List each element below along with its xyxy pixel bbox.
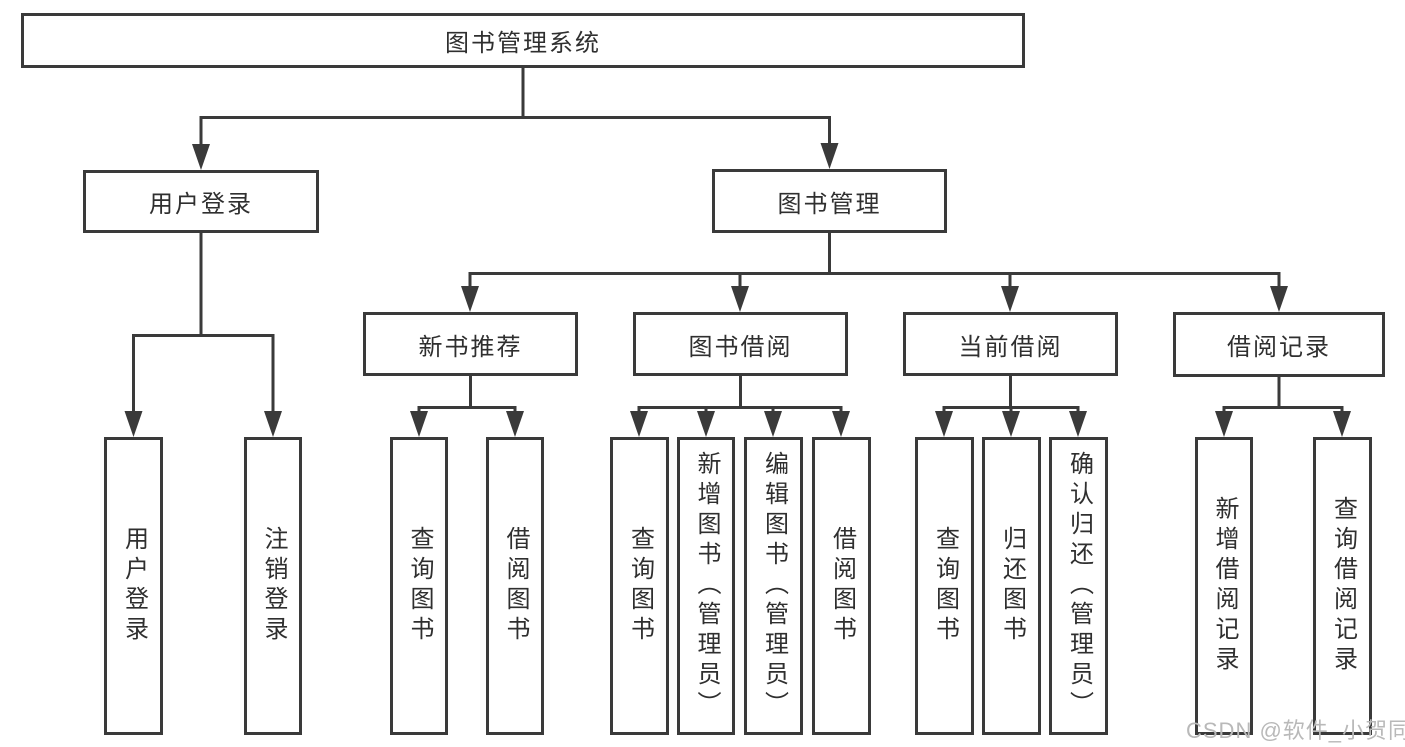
branch-book-mgmt — [461, 233, 1288, 312]
arrowhead — [461, 286, 479, 312]
leaf-newbook-borrow-label: 借阅图书 — [502, 526, 529, 646]
arrowhead — [935, 411, 953, 437]
arrowhead — [192, 144, 210, 170]
arrowhead — [1215, 411, 1233, 437]
leaf-user-login: 用户登录 — [104, 437, 163, 735]
leaf-current-query: 查询图书 — [915, 437, 974, 735]
leaf-record-query: 查询借阅记录 — [1313, 437, 1372, 735]
node-book-mgmt-label: 图书管理 — [777, 190, 882, 218]
arrowhead — [832, 411, 850, 437]
leaf-borrow-edit: 编辑图书（管理员） — [744, 437, 803, 735]
leaf-current-confirm-label: 确认归还（管理员） — [1065, 451, 1093, 721]
node-book-mgmt: 图书管理 — [712, 169, 947, 233]
leaf-newbook-borrow: 借阅图书 — [486, 437, 544, 735]
csdn-watermark: CSDN @软件_小贺同学 — [1186, 718, 1405, 743]
node-book-borrow-label: 图书借阅 — [688, 333, 793, 361]
leaf-newbook-query: 查询图书 — [390, 437, 448, 735]
leaf-record-add: 新增借阅记录 — [1195, 437, 1253, 735]
leaf-logout-label: 注销登录 — [260, 526, 287, 646]
node-new-book-rec-label: 新书推荐 — [418, 333, 523, 361]
leaf-borrow-add: 新增图书（管理员） — [677, 437, 735, 735]
arrowhead — [820, 143, 839, 169]
node-borrow-record: 借阅记录 — [1173, 312, 1385, 377]
leaf-newbook-query-label: 查询图书 — [406, 526, 433, 646]
arrowhead — [697, 411, 715, 437]
arrowhead — [410, 411, 428, 437]
arrowhead — [731, 286, 749, 312]
node-root-label: 图书管理系统 — [445, 30, 601, 57]
leaf-borrow-borrow-label: 借阅图书 — [828, 526, 856, 646]
leaf-current-confirm: 确认归还（管理员） — [1049, 437, 1108, 735]
leaf-borrow-query: 查询图书 — [610, 437, 669, 735]
node-current-borrow: 当前借阅 — [903, 312, 1118, 376]
arrowhead — [630, 411, 648, 437]
leaf-logout: 注销登录 — [244, 437, 302, 735]
node-borrow-record-label: 借阅记录 — [1227, 334, 1331, 361]
arrowhead — [124, 411, 143, 437]
leaf-borrow-borrow: 借阅图书 — [812, 437, 871, 735]
leaf-current-query-label: 查询图书 — [931, 526, 959, 646]
branch-new-book — [410, 375, 524, 437]
arrowhead — [1002, 411, 1020, 437]
node-current-borrow-label: 当前借阅 — [958, 333, 1063, 361]
branch-current — [935, 375, 1087, 437]
node-user-login-label: 用户登录 — [149, 191, 253, 218]
leaf-record-add-label: 新增借阅记录 — [1211, 496, 1238, 676]
leaf-borrow-add-label: 新增图书（管理员） — [693, 451, 720, 721]
arrowhead — [1069, 411, 1087, 437]
leaf-current-return: 归还图书 — [982, 437, 1041, 735]
arrowhead — [764, 411, 782, 437]
leaf-borrow-query-label: 查询图书 — [626, 526, 654, 646]
leaf-record-query-label: 查询借阅记录 — [1329, 496, 1357, 676]
node-root: 图书管理系统 — [21, 13, 1025, 68]
branch-record — [1215, 376, 1351, 437]
arrowhead — [1001, 286, 1019, 312]
arrowhead — [1333, 411, 1351, 437]
node-new-book-rec: 新书推荐 — [363, 312, 578, 376]
branch-root — [192, 68, 839, 170]
arrowhead — [506, 411, 524, 437]
leaf-current-return-label: 归还图书 — [998, 526, 1026, 646]
arrowhead — [264, 411, 282, 437]
branch-borrow — [630, 375, 850, 437]
branch-user-login — [124, 233, 282, 437]
node-book-borrow: 图书借阅 — [633, 312, 848, 376]
arrowhead — [1270, 286, 1288, 312]
leaf-borrow-edit-label: 编辑图书（管理员） — [760, 451, 788, 721]
leaf-user-login-label: 用户登录 — [120, 526, 148, 646]
node-user-login: 用户登录 — [83, 170, 319, 233]
